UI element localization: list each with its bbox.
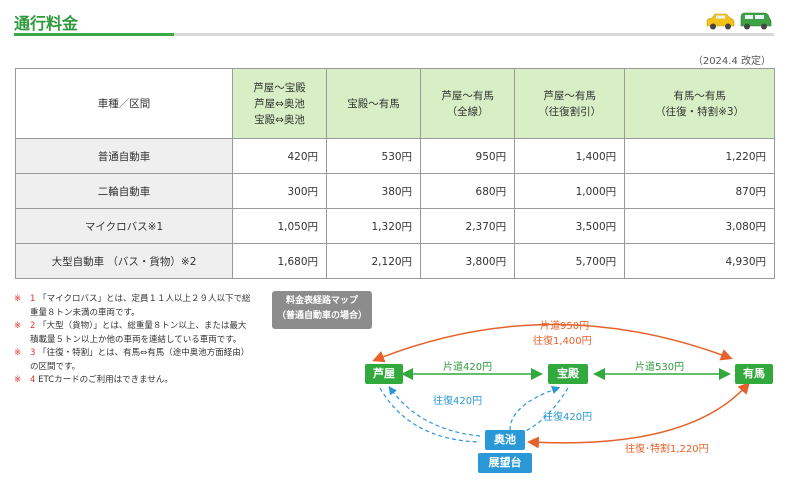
note-text: 「大型（貨物）」とは、総重量８トン以上、または最大積載量５トン以上か他の車両を連… [30, 321, 247, 345]
note-mark: ※ [14, 294, 22, 304]
label-tokuwari-1220: 往復･特割1,220円 [625, 444, 709, 455]
note-number: 2 [30, 321, 36, 331]
fare-cell: 2,120円 [326, 243, 422, 279]
fare-cell: 5,700円 [514, 243, 626, 279]
footnote: ※ 3 「往復・特割」とは、有馬⇔有馬（途中奥池方面経由）の区間です。 [14, 347, 254, 374]
header-col-1: 芦屋～宝殿 芦屋⇔奥池 宝殿⇔奥池 [231, 68, 328, 139]
footnote: ※ 1 「マイクロバス」とは、定員１１人以上２９人以下で総重量８トン未満の車両です… [14, 293, 254, 320]
node-ashiya: 芦屋 [365, 364, 403, 384]
row-label: 二輪自動車 [15, 173, 233, 209]
fare-cell: 300円 [231, 173, 328, 209]
header-col-4: 芦屋～有馬 （往復割引） [514, 68, 626, 139]
table-header-row: 車種／区間 芦屋～宝殿 芦屋⇔奥池 宝殿⇔奥池 宝殿～有馬 芦屋～有馬 （全線）… [15, 68, 775, 139]
note-number: 4 [30, 375, 36, 385]
fare-cell: 1,000円 [514, 173, 626, 209]
note-number: 3 [30, 348, 36, 358]
footnotes: ※ 1 「マイクロバス」とは、定員１１人以上２９人以下で総重量８トン未満の車両です… [14, 293, 254, 388]
header-vehicle-section: 車種／区間 [15, 68, 233, 139]
route-map-arrows [372, 323, 750, 449]
title-bar: 通行料金 [14, 6, 774, 36]
route-map-title-line1: 料金表経路マップ [285, 296, 358, 306]
row-label: 普通自動車 [15, 138, 233, 174]
title-underline [14, 33, 774, 36]
header-col-3: 芦屋～有馬 （全線） [420, 68, 516, 139]
label-oneway-530: 片道530円 [635, 362, 685, 373]
table-row: 二輪自動車 300円 380円 680円 1,000円 870円 [15, 173, 775, 209]
route-map: 芦屋 宝殿 有馬 奥池 展望台 片道950円 往復1,400円 片道420円 片… [340, 310, 780, 480]
fare-cell: 1,400円 [514, 138, 626, 174]
header-col-2: 宝殿～有馬 [326, 68, 422, 139]
fare-cell: 380円 [326, 173, 422, 209]
note-number: 1 [30, 294, 36, 304]
fare-cell: 530円 [326, 138, 422, 174]
fare-cell: 1,320円 [326, 208, 422, 244]
fare-cell: 1,050円 [231, 208, 328, 244]
route-arima-okuike [527, 381, 750, 449]
fare-cell: 680円 [420, 173, 516, 209]
label-oneway-950: 片道950円 [540, 321, 590, 332]
node-arima: 有馬 [735, 364, 773, 384]
fare-cell: 4,930円 [624, 243, 775, 279]
note-text: 「マイクロバス」とは、定員１１人以上２９人以下で総重量８トン未満の車両です。 [30, 294, 251, 318]
fare-table: 車種／区間 芦屋～宝殿 芦屋⇔奥池 宝殿⇔奥池 宝殿～有馬 芦屋～有馬 （全線）… [15, 68, 775, 279]
label-round-1400: 往復1,400円 [533, 336, 592, 347]
label-okuike-ashiya: 往復420円 [433, 396, 483, 407]
fare-cell: 950円 [420, 138, 516, 174]
route-ashiya-arima [372, 323, 733, 363]
note-mark: ※ [14, 321, 22, 331]
row-label: 大型自動車 （バス・貨物）※2 [15, 243, 233, 279]
page-title: 通行料金 [14, 14, 79, 33]
note-text: 「往復・特割」とは、有馬⇔有馬（途中奥池方面経由）の区間です。 [30, 348, 250, 372]
fare-cell: 420円 [231, 138, 328, 174]
note-mark: ※ [14, 348, 22, 358]
header-col-5: 有馬～有馬 （往復・特割※3） [624, 68, 775, 139]
table-row: マイクロバス※1 1,050円 1,320円 2,370円 3,500円 3,0… [15, 208, 775, 244]
table-row: 大型自動車 （バス・貨物）※2 1,680円 2,120円 3,800円 5,7… [15, 243, 775, 279]
fare-cell: 3,080円 [624, 208, 775, 244]
fare-cell: 870円 [624, 173, 775, 209]
route-map-title-line2: （普通自動車の場合） [276, 311, 367, 321]
label-okuike-houden: 往復420円 [543, 412, 593, 423]
revision-date: （2024.4 改定） [692, 56, 771, 67]
table-row: 普通自動車 420円 530円 950円 1,400円 1,220円 [15, 138, 775, 174]
title-underline-accent [14, 33, 174, 36]
cars-icon [706, 12, 772, 30]
fare-cell: 1,680円 [231, 243, 328, 279]
fare-cell: 2,370円 [420, 208, 516, 244]
fare-cell: 3,500円 [514, 208, 626, 244]
node-houden: 宝殿 [548, 364, 588, 384]
fare-cell: 1,220円 [624, 138, 775, 174]
node-okuike: 奥池 [485, 430, 525, 450]
footnote: ※ 4 ETCカードのご利用はできません。 [14, 374, 254, 388]
route-okuike-ashiya [388, 386, 481, 437]
note-text: ETCカードのご利用はできません。 [38, 375, 173, 385]
note-mark: ※ [14, 375, 22, 385]
label-oneway-420: 片道420円 [443, 362, 493, 373]
row-label: マイクロバス※1 [15, 208, 233, 244]
node-tenbodai: 展望台 [478, 453, 532, 473]
route-map-title: 料金表経路マップ （普通自動車の場合） [272, 291, 372, 329]
fare-cell: 3,800円 [420, 243, 516, 279]
footnote: ※ 2 「大型（貨物）」とは、総重量８トン以上、または最大積載量５トン以上か他の車… [14, 320, 254, 347]
route-ashiya-okuike [379, 387, 481, 443]
